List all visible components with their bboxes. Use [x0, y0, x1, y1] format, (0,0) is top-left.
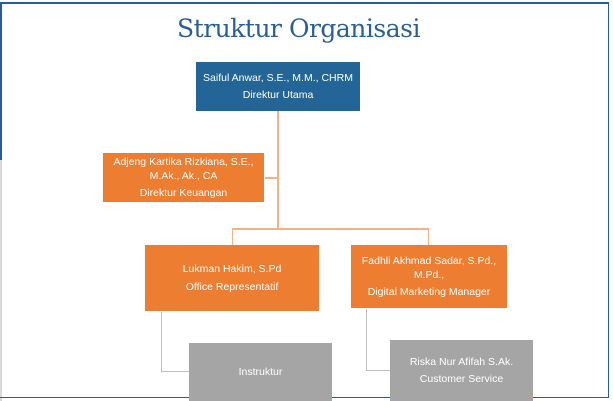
node-name: Saiful Anwar, S.E., M.M., CHRM: [203, 71, 353, 84]
node-instruktur[interactable]: Instruktur: [189, 343, 332, 401]
frame-border-right: [608, 2, 609, 398]
node-role: Direktur Keuangan: [139, 187, 228, 200]
node-role: Office Representatif: [185, 280, 279, 293]
connector-instructor-horizontal: [161, 371, 189, 372]
node-direktur-utama[interactable]: Saiful Anwar, S.E., M.M., CHRM Direktur …: [196, 62, 360, 111]
frame-border-left: [0, 2, 2, 160]
node-role: Instruktur: [238, 365, 283, 378]
node-name: Riska Nur Afifah S.Ak.: [409, 355, 514, 368]
node-office-representatif[interactable]: Lukman Hakim, S.Pd Office Representatif: [145, 245, 319, 311]
connector-horizontal: [232, 228, 429, 230]
connector-marketing: [428, 228, 429, 245]
connector-cs-vertical: [366, 309, 367, 370]
node-name: Lukman Hakim, S.Pd: [182, 263, 282, 276]
node-name: Adjeng Kartika Rizkiana, S.E., M.Ak., Ak…: [113, 155, 254, 182]
connector-office: [232, 228, 233, 245]
node-direktur-keuangan[interactable]: Adjeng Kartika Rizkiana, S.E., M.Ak., Ak…: [103, 153, 264, 202]
node-role: Digital Marketing Manager: [367, 286, 491, 299]
connector-cs-horizontal: [366, 370, 390, 371]
node-customer-service[interactable]: Riska Nur Afifah S.Ak. Customer Service: [390, 340, 533, 401]
connector-finance: [265, 177, 278, 179]
node-role: Direktur Utama: [242, 89, 314, 101]
connector-instructor-vertical: [161, 312, 162, 372]
node-role: Customer Service: [419, 373, 504, 385]
chart-title: Struktur Organisasi: [177, 14, 420, 43]
frame-border-top: [0, 2, 609, 4]
node-name: Fadhli Akhmad Sadar, S.Pd., M.Pd.,: [361, 254, 497, 281]
node-digital-marketing[interactable]: Fadhli Akhmad Sadar, S.Pd., M.Pd., Digit…: [351, 245, 507, 308]
frame-edge-gray: [0, 160, 2, 401]
connector-main-vertical: [277, 111, 279, 230]
